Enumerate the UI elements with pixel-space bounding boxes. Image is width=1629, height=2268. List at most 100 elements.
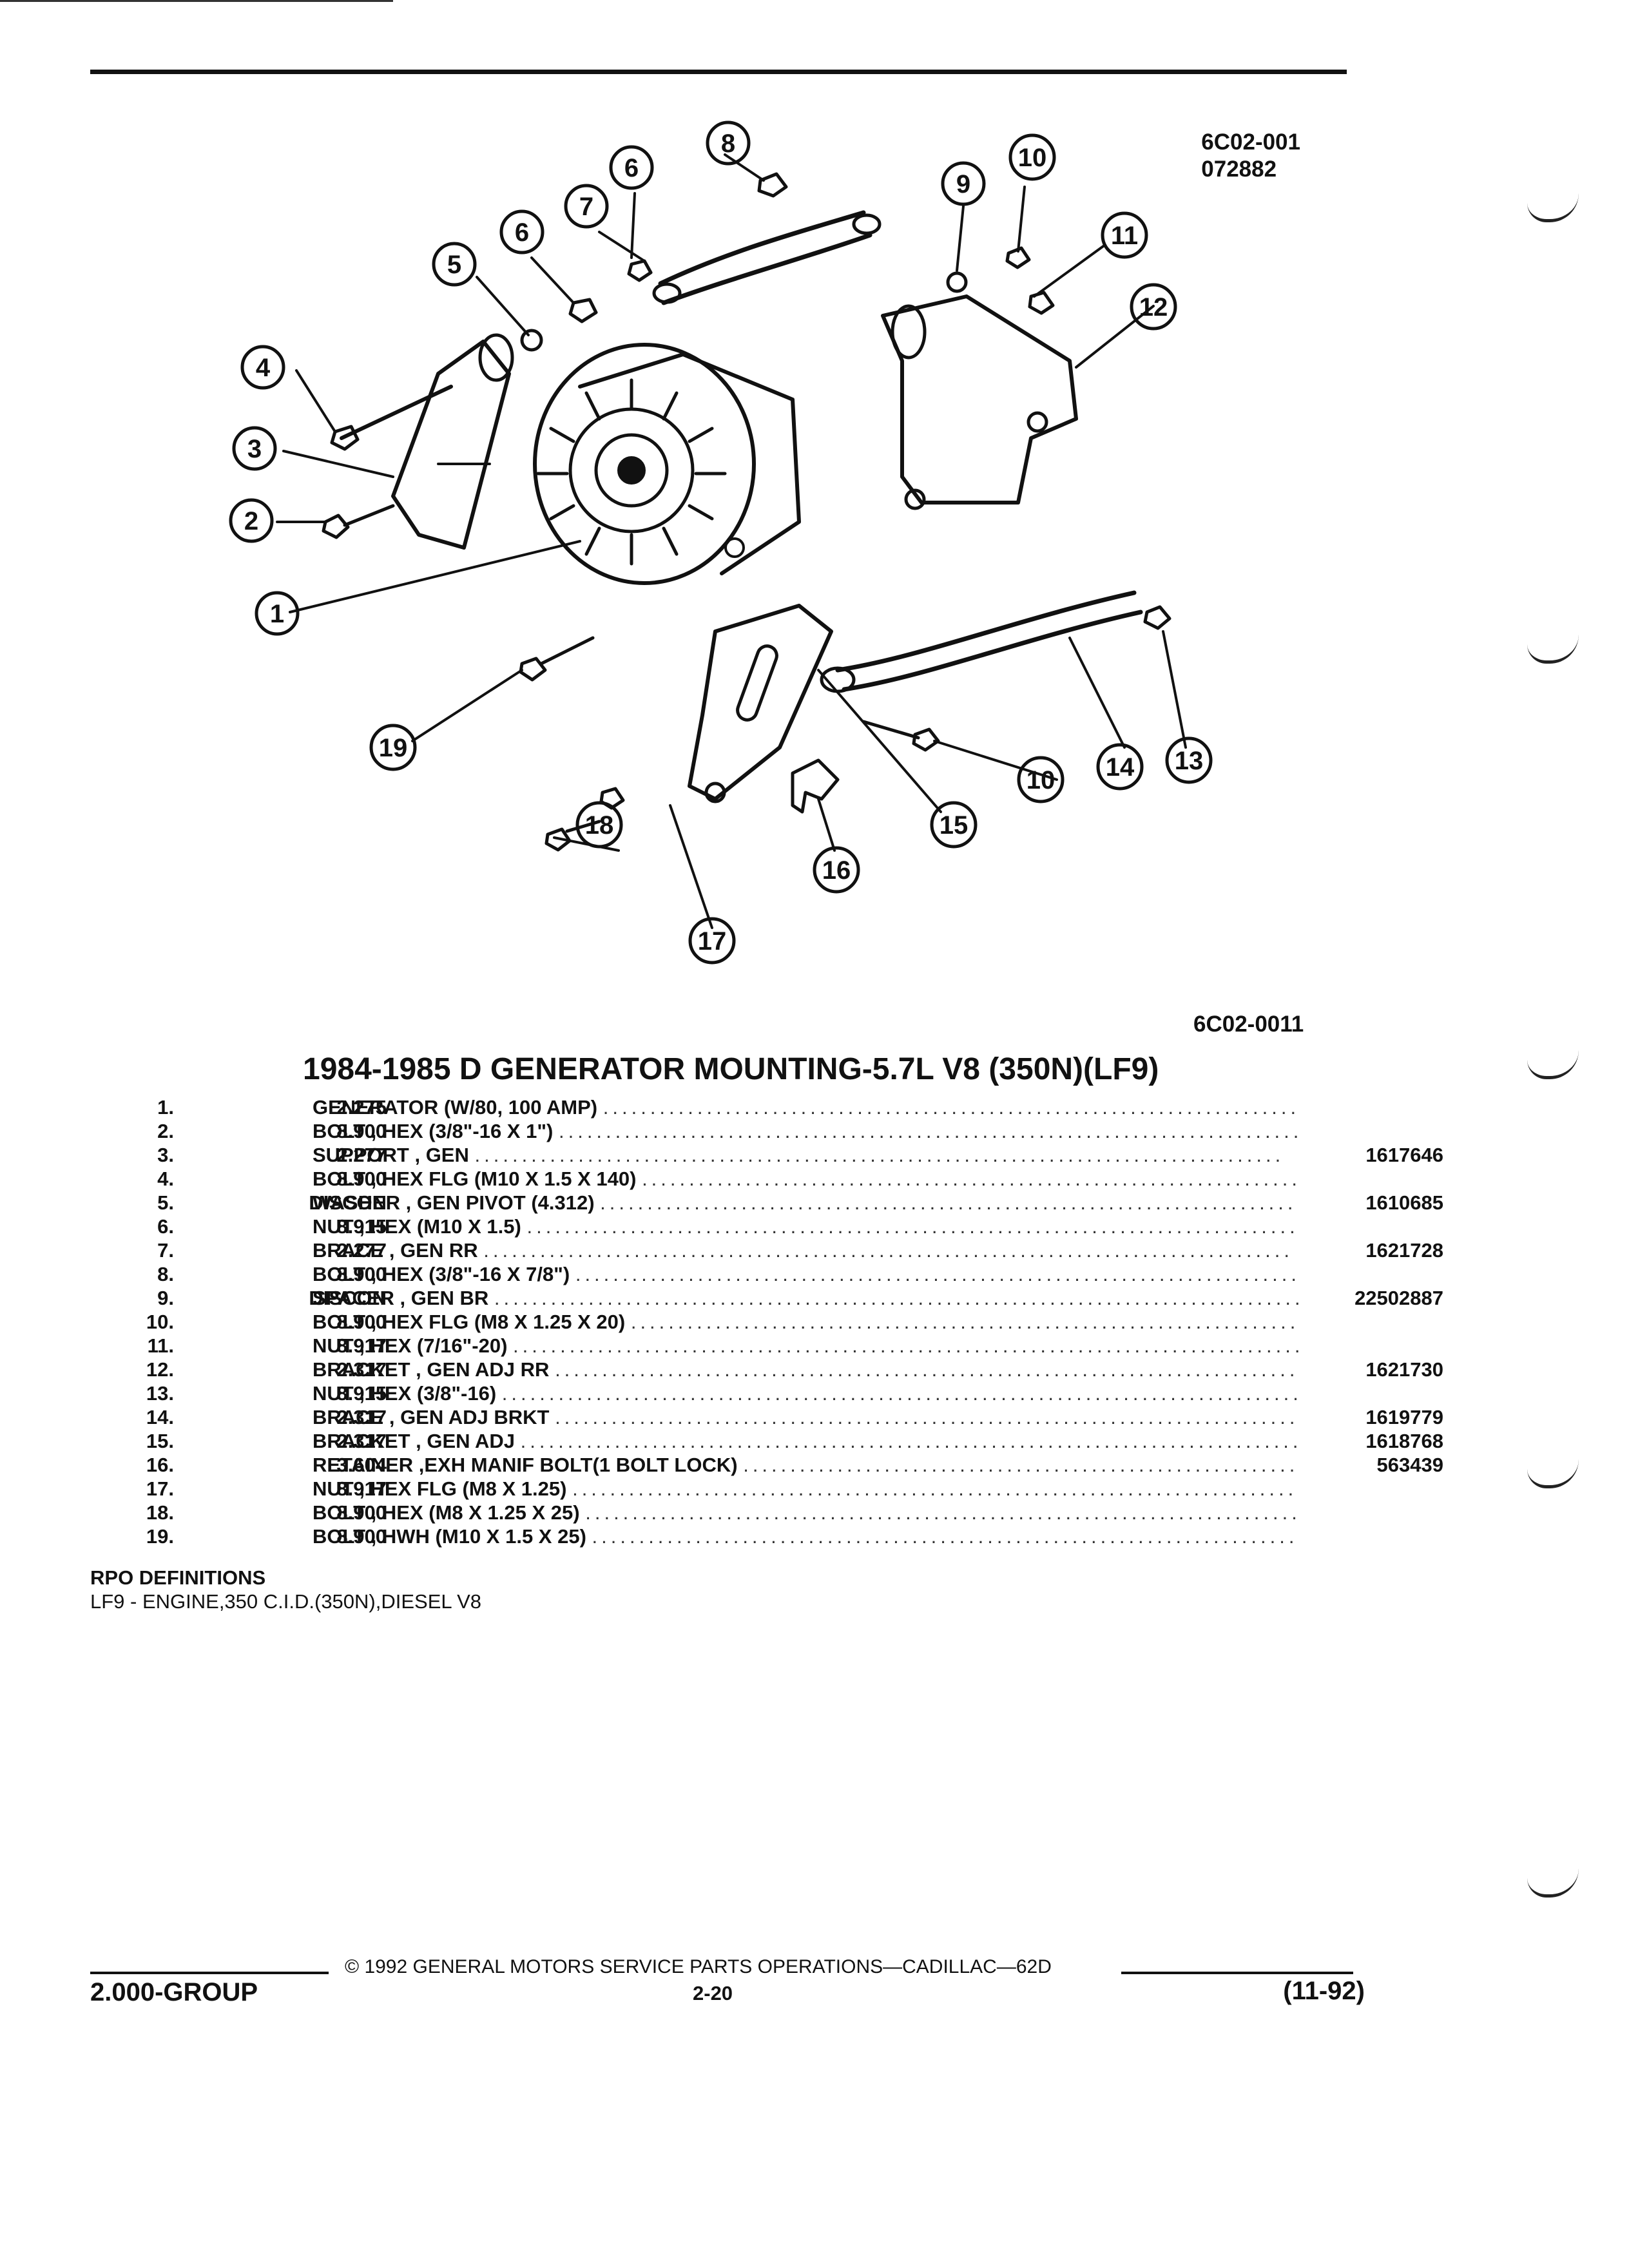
callout-8: 8 (706, 120, 751, 166)
binder-hole-mark (1527, 635, 1579, 664)
callout-14: 14 (1096, 743, 1144, 791)
part-description: GENERATOR (W/80, 100 AMP) ..............… (313, 1096, 1298, 1119)
item-number: 11. (147, 1334, 174, 1357)
brace-gen-adj-brkt-illustration (820, 590, 1171, 693)
callout-17: 17 (688, 917, 736, 965)
item-number: 4. (157, 1168, 174, 1190)
footer-rule-left (90, 1972, 329, 1974)
figure-id-top: 6C02-001 072882 (1201, 129, 1300, 183)
part-number: 563439 (1376, 1454, 1443, 1476)
callout-19: 19 (369, 724, 417, 771)
svg-text:1: 1 (270, 600, 284, 628)
bracket-gen-adj-illustration (688, 604, 833, 803)
support-illustration (391, 333, 514, 550)
svg-text:7: 7 (579, 193, 593, 221)
svg-text:9: 9 (956, 170, 970, 198)
part-description: BOLT , HEX FLG (M8 X 1.25 X 20) ........… (313, 1311, 1298, 1333)
part-description: NUT , HEX (3/8"-16) ....................… (313, 1382, 1298, 1405)
part-description: BRACE , GEN RR .........................… (313, 1239, 1293, 1262)
group-number: 2.317 (336, 1358, 387, 1381)
fasteners-lower (519, 636, 940, 852)
part-description: SPACER , GEN BR ........................… (313, 1287, 1298, 1309)
item-number: 9. (157, 1287, 174, 1309)
footer-rule-right (1121, 1972, 1353, 1974)
item-number: 14. (146, 1406, 174, 1428)
item-number: 1. (157, 1096, 174, 1119)
svg-text:15: 15 (940, 811, 969, 840)
group-number: 8.900 (336, 1525, 387, 1548)
generator-illustration (533, 343, 801, 585)
footer-copyright: © 1992 GENERAL MOTORS SERVICE PARTS OPER… (345, 1956, 1052, 1977)
callout-12: 12 (1130, 283, 1177, 331)
callout-15: 15 (930, 801, 978, 849)
callout-4: 4 (240, 345, 285, 390)
group-number: 8.915 (336, 1382, 387, 1405)
svg-text:10: 10 (1018, 144, 1047, 172)
part-description: WASHER , GEN PIVOT (4.312) .............… (313, 1191, 1298, 1214)
group-number: 2.277 (336, 1239, 387, 1262)
header-rule (90, 70, 1347, 74)
part-description: BRACE , GEN ADJ BRKT ...................… (313, 1406, 1298, 1428)
svg-text:16: 16 (822, 856, 851, 885)
item-number: 18. (146, 1501, 174, 1524)
callout-3: 3 (232, 426, 277, 471)
callouts: 1 2 3 4 5 6 6 7 8 9 10 10 11 12 13 14 15… (229, 120, 1213, 965)
part-description: SUPPORT , GEN ..........................… (313, 1144, 1285, 1166)
group-number: DISCON (309, 1191, 387, 1214)
part-number: 1618768 (1365, 1430, 1443, 1452)
svg-text:2: 2 (244, 507, 258, 535)
callout-10a: 10 (1008, 133, 1056, 181)
svg-text:17: 17 (698, 927, 727, 956)
svg-text:14: 14 (1106, 753, 1135, 782)
item-number: 12. (146, 1358, 174, 1381)
part-number: 1621728 (1365, 1239, 1443, 1262)
group-number: 8.900 (336, 1311, 387, 1333)
svg-text:11: 11 (1111, 222, 1138, 250)
item-number: 8. (157, 1263, 174, 1285)
part-number: 1617646 (1365, 1144, 1443, 1166)
part-description: BOLT , HEX (3/8"-16 X 7/8") ............… (313, 1263, 1298, 1285)
group-number: 8.917 (336, 1334, 387, 1357)
binder-hole-mark (1527, 1869, 1579, 1898)
item-number: 15. (146, 1430, 174, 1452)
rpo-line: LF9 - ENGINE,350 C.I.D.(350N),DIESEL V8 (90, 1590, 482, 1613)
item-number: 17. (146, 1477, 174, 1500)
item-number: 16. (146, 1454, 174, 1476)
group-number: 2.317 (336, 1430, 387, 1452)
part-description: NUT , HEX (M10 X 1.5) ..................… (313, 1215, 1298, 1238)
callout-18: 18 (575, 801, 623, 849)
svg-text:12: 12 (1139, 293, 1168, 322)
callout-7: 7 (564, 184, 609, 229)
part-number: 1610685 (1365, 1191, 1443, 1214)
group-number: 8.900 (336, 1168, 387, 1190)
part-description: BRACKET , GEN ADJ RR ...................… (313, 1358, 1298, 1381)
callout-13: 13 (1165, 736, 1213, 784)
item-number: 3. (157, 1144, 174, 1166)
group-number: DISCON (309, 1287, 387, 1309)
part-description: RETAINER ,EXH MANIF BOLT(1 BOLT LOCK) ..… (313, 1454, 1298, 1476)
group-number: 8.915 (336, 1215, 387, 1238)
section-title: 1984-1985 D GENERATOR MOUNTING-5.7L V8 (… (303, 1052, 1159, 1086)
part-description: NUT , HEX (7/16"-20) ...................… (313, 1334, 1298, 1357)
part-description: NUT , HEX FLG (M8 X 1.25) ..............… (313, 1477, 1298, 1500)
svg-text:6: 6 (515, 218, 529, 247)
exploded-parts-diagram: 1 2 3 4 5 6 6 7 8 9 10 10 11 12 13 14 15… (229, 120, 1213, 965)
fasteners-upper (322, 172, 788, 539)
callout-10b: 10 (1017, 756, 1065, 803)
callout-5: 5 (432, 242, 477, 287)
part-description: BRACKET , GEN ADJ ......................… (313, 1430, 1298, 1452)
item-number: 2. (157, 1120, 174, 1142)
